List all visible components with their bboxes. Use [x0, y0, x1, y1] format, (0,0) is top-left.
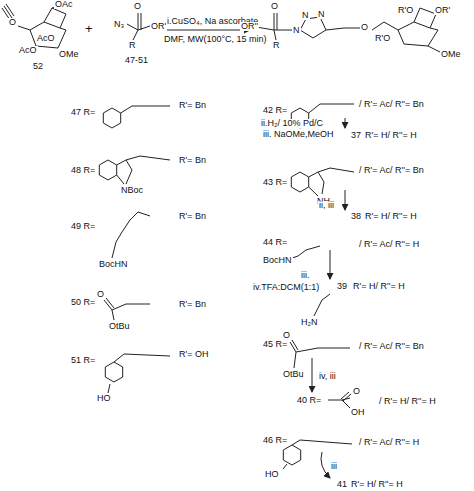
scheme-label: iii: [330, 462, 338, 471]
scheme-label: R'= Bn: [178, 212, 207, 221]
scheme-label: O: [8, 18, 17, 27]
scheme-label: O: [270, 2, 279, 11]
scheme-label: DMF, MW(100°C, 15 min): [163, 35, 268, 44]
scheme-label: / R'= Ac/ R''= Bn: [358, 342, 425, 351]
scheme-label: 40 R=: [296, 396, 322, 405]
scheme-label: 43 R=: [262, 178, 288, 187]
scheme-label: OMe: [440, 50, 462, 59]
scheme-label: OR'': [240, 22, 259, 31]
scheme-label: N: [317, 10, 326, 19]
scheme-label: O: [352, 387, 361, 396]
scheme-label: H₂N: [300, 318, 319, 327]
scheme-label: OtBu: [282, 370, 305, 379]
scheme-label: 42 R=: [262, 106, 288, 115]
scheme-label: / R'= H/ R''= H: [378, 397, 437, 406]
scheme-label: R'= Bn: [178, 101, 207, 110]
scheme-label: R: [272, 41, 281, 50]
scheme-label: OtBu: [108, 322, 131, 331]
scheme-label: OR': [150, 22, 167, 31]
scheme-label: +: [84, 22, 94, 35]
scheme-label: BocHN: [98, 260, 129, 269]
scheme-label: R'= H/ R''= H: [364, 131, 418, 140]
scheme-label: 38: [350, 212, 362, 221]
scheme-label: iv, iii: [318, 372, 337, 381]
scheme-label: iii. NaOMe,MeOH: [262, 130, 335, 139]
scheme-label: N₃: [113, 20, 125, 29]
scheme-label: NBoc: [120, 186, 144, 195]
scheme-label: iii.: [300, 271, 311, 280]
scheme-label: ii, iii: [318, 201, 335, 210]
scheme-label: 48 R=: [70, 166, 96, 175]
scheme-label: O: [360, 23, 369, 32]
scheme-label: N: [301, 11, 310, 20]
scheme-label: R'= H/ R''= H: [364, 212, 418, 221]
scheme-label: OAc: [54, 0, 74, 9]
scheme-label: 49 R=: [70, 222, 96, 231]
scheme-label: 39: [336, 282, 348, 291]
scheme-label: 50 R=: [70, 298, 96, 307]
scheme-label: 47-51: [124, 56, 149, 65]
scheme-label: AcO: [36, 34, 56, 43]
scheme-label: 47 R=: [70, 108, 96, 117]
scheme-label: O: [282, 331, 291, 340]
scheme-label: R'= Bn: [178, 156, 207, 165]
scheme-label: ii.H₂/ 10% Pd/C: [260, 119, 324, 128]
scheme-label: R: [128, 41, 137, 50]
scheme-label: 45 R=: [262, 340, 288, 349]
scheme-label: iv.TFA:DCM(1:1): [252, 283, 320, 292]
scheme-label: OR': [434, 6, 451, 15]
scheme-label: HO: [264, 470, 280, 479]
scheme-label: O: [133, 2, 142, 11]
scheme-label: / R'= Ac/ R''= Bn: [358, 166, 425, 175]
scheme-label: / R'= Ac/ R''= H: [358, 438, 420, 447]
scheme-label: BocHN: [262, 256, 293, 265]
scheme-label: 51 R=: [70, 356, 96, 365]
scheme-label: 46 R=: [262, 436, 288, 445]
scheme-label: / R'= Ac/ R''= H: [358, 240, 420, 249]
scheme-label: OMe: [58, 50, 80, 59]
scheme-label: 52: [32, 62, 44, 71]
scheme-label: R'= H/ R''= H: [350, 480, 404, 489]
scheme-label: R'= Bn: [178, 300, 207, 309]
scheme-label: 37: [350, 131, 362, 140]
scheme-label: R'= H/ R''= H: [352, 282, 406, 291]
scheme-label: AcO: [18, 46, 38, 55]
scheme-label: N: [292, 26, 301, 35]
scheme-label: R'O: [374, 34, 391, 43]
scheme-label: OH: [350, 408, 366, 417]
scheme-label: R'= OH: [178, 350, 209, 359]
scheme-label: / R'= Ac/ R''= Bn: [358, 100, 425, 109]
scheme-label: HO: [96, 394, 112, 403]
scheme-label: O: [96, 290, 105, 299]
scheme-label: 44 R=: [262, 238, 288, 247]
scheme-label: 41: [336, 480, 348, 489]
scheme-label: R'O: [397, 6, 414, 15]
